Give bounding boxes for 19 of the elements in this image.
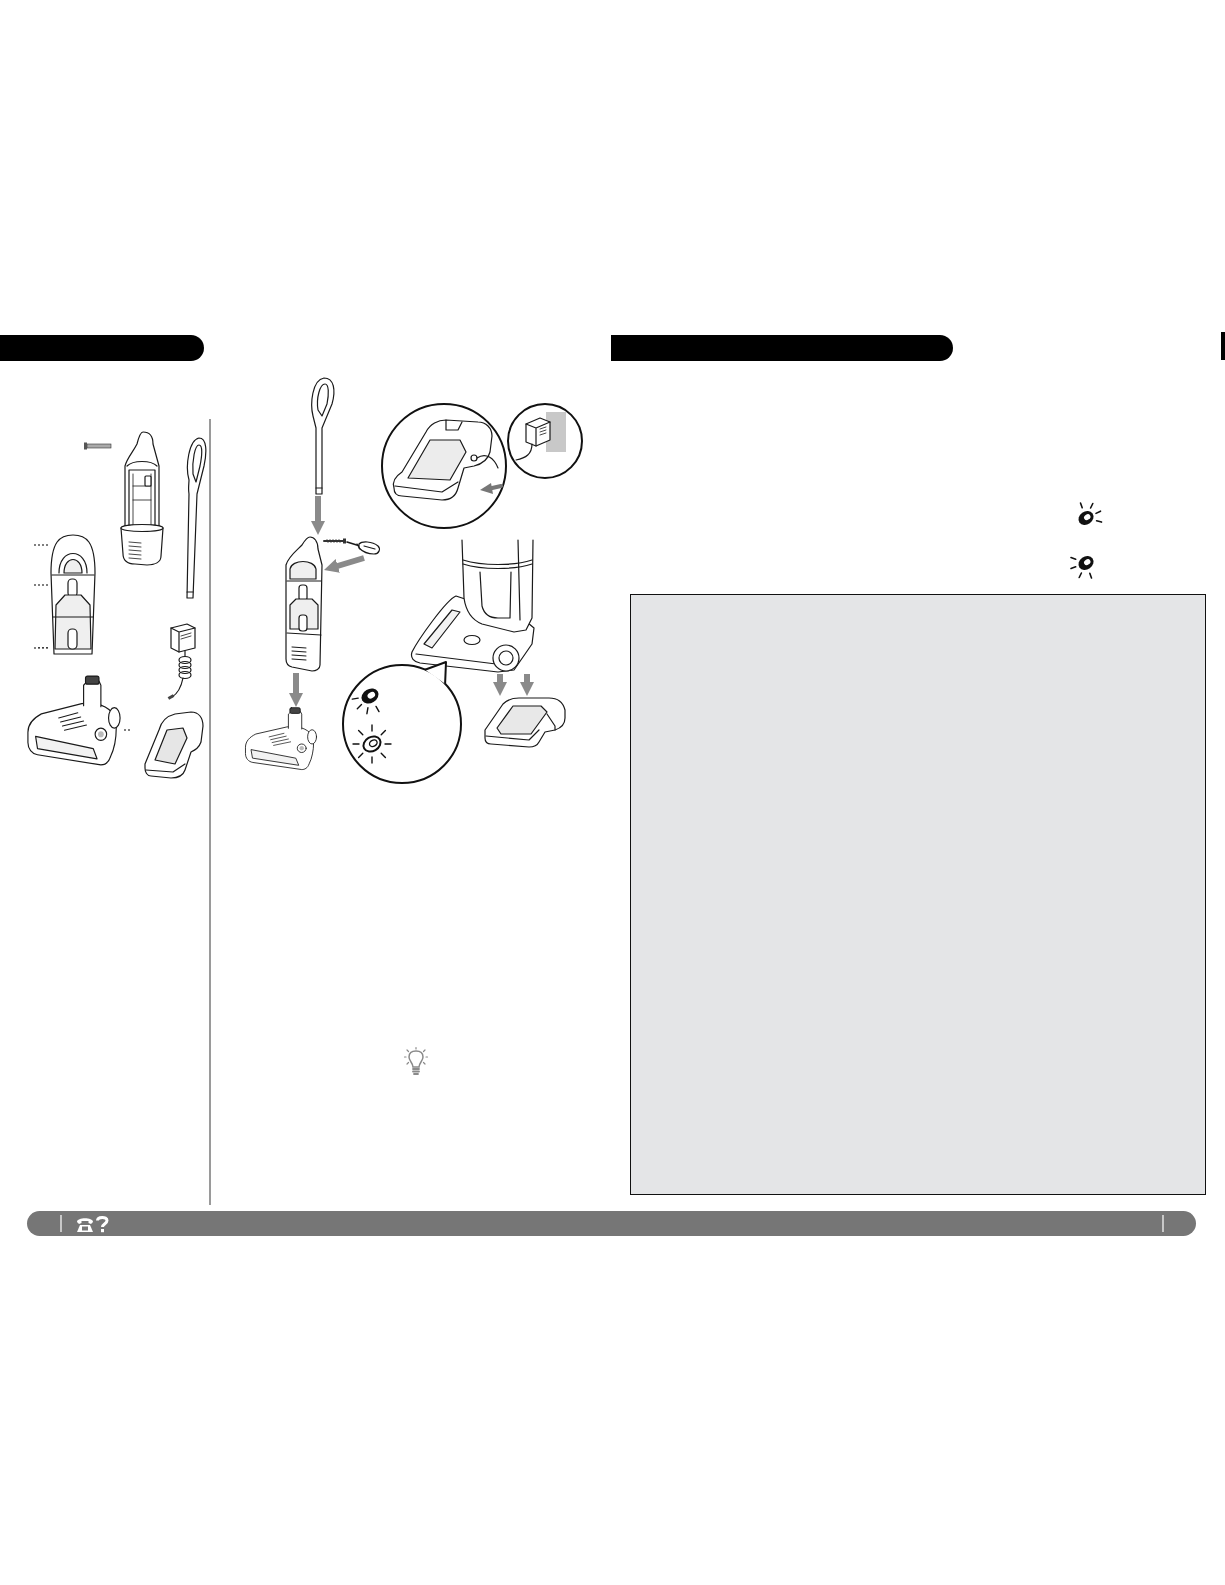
wand-handle-illustration	[310, 376, 338, 496]
arrow	[310, 496, 326, 535]
hand-vacuum-illustration	[284, 535, 324, 673]
leader-line	[33, 647, 49, 649]
leader-line	[33, 544, 49, 546]
arrow	[492, 674, 508, 696]
heading-bar	[0, 335, 204, 361]
floor-nozzle-illustration	[244, 707, 318, 771]
hand-vacuum-illustration	[48, 533, 98, 657]
floor-nozzle-illustration	[26, 675, 122, 767]
leader-line	[121, 729, 131, 731]
upright-vacuum-illustration	[410, 540, 535, 674]
heading-bar	[611, 335, 953, 361]
arrow	[288, 673, 304, 707]
leader-line	[33, 584, 49, 586]
screwdriver-illustration	[324, 538, 380, 558]
arrow	[323, 555, 365, 573]
arrow	[519, 674, 535, 696]
charging-base-illustration	[483, 696, 567, 748]
